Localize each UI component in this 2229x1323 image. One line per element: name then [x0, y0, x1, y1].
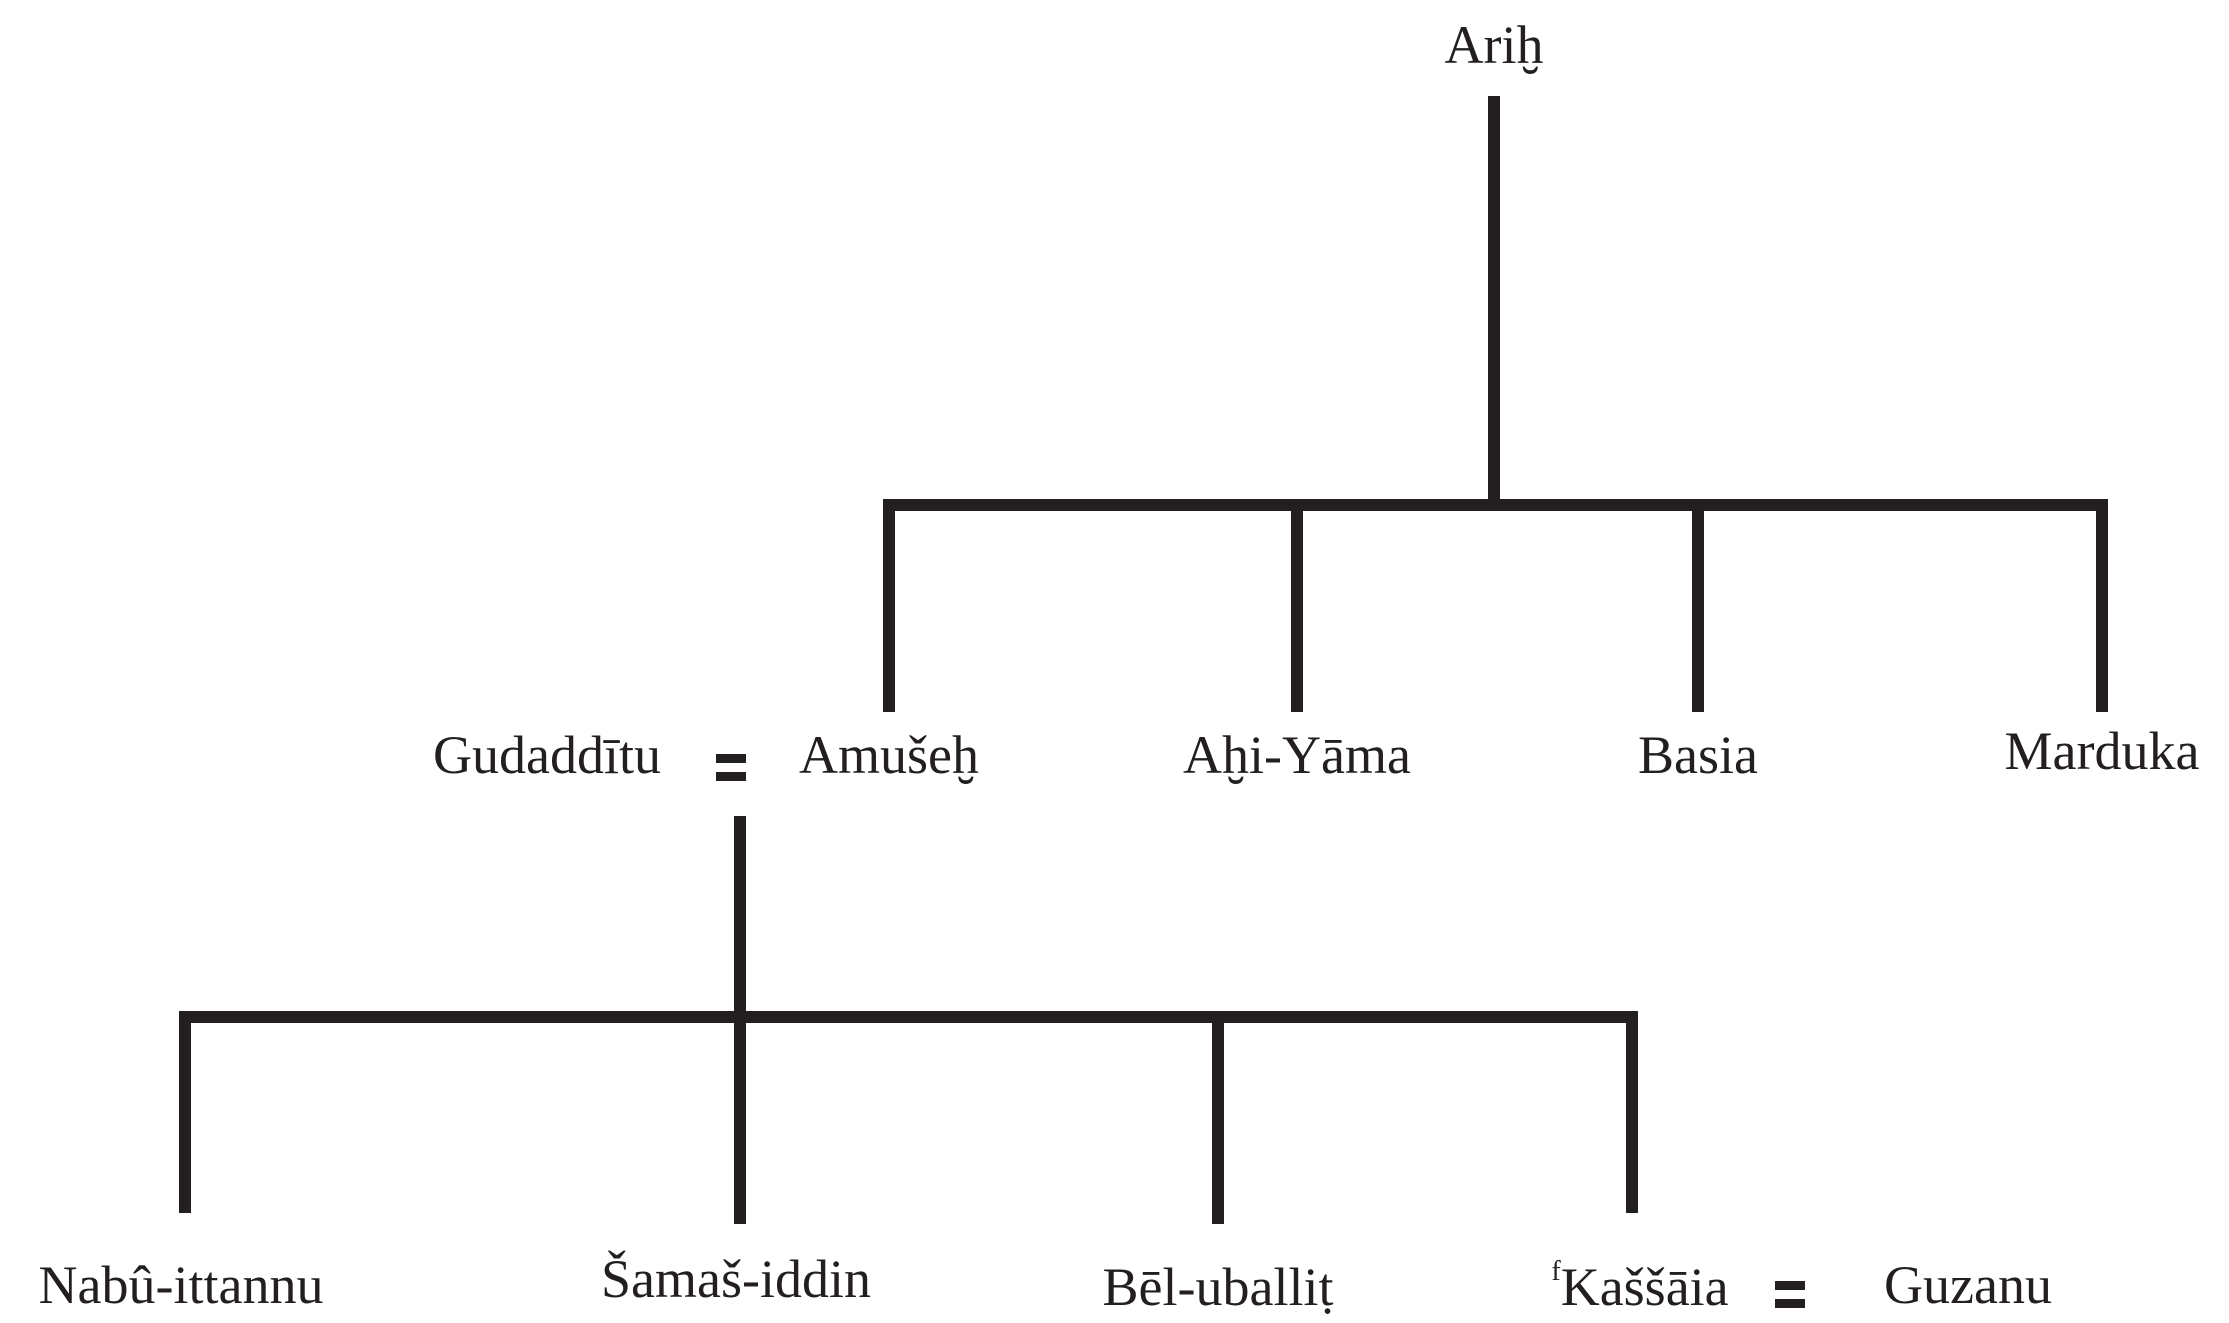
person-kassaia-label: Kaššāia	[1560, 1257, 1729, 1317]
person-basia: Basia	[1638, 725, 1758, 785]
person-arih: Ariḫ	[1444, 15, 1544, 75]
person-ahi-yama: Aḫi-Yāma	[1183, 725, 1411, 785]
marriage-symbol-gudadditu-amuseh	[716, 754, 746, 781]
person-nabu-ittannu: Nabû-ittannu	[38, 1255, 324, 1315]
person-kassaia: fKaššāia	[1551, 1257, 1729, 1317]
female-determinative: f	[1551, 1256, 1561, 1287]
marriage-symbol-kassaia-guzanu	[1775, 1281, 1805, 1308]
person-amuseh: Amušeḫ	[799, 725, 979, 785]
person-samas-iddin: Šamaš-iddin	[601, 1249, 871, 1309]
person-gudadditu: Gudaddītu	[433, 725, 661, 785]
person-bel-uballit: Bēl-uballiṭ	[1102, 1257, 1334, 1317]
person-guzanu: Guzanu	[1884, 1255, 2052, 1315]
person-marduka: Marduka	[2004, 721, 2200, 781]
